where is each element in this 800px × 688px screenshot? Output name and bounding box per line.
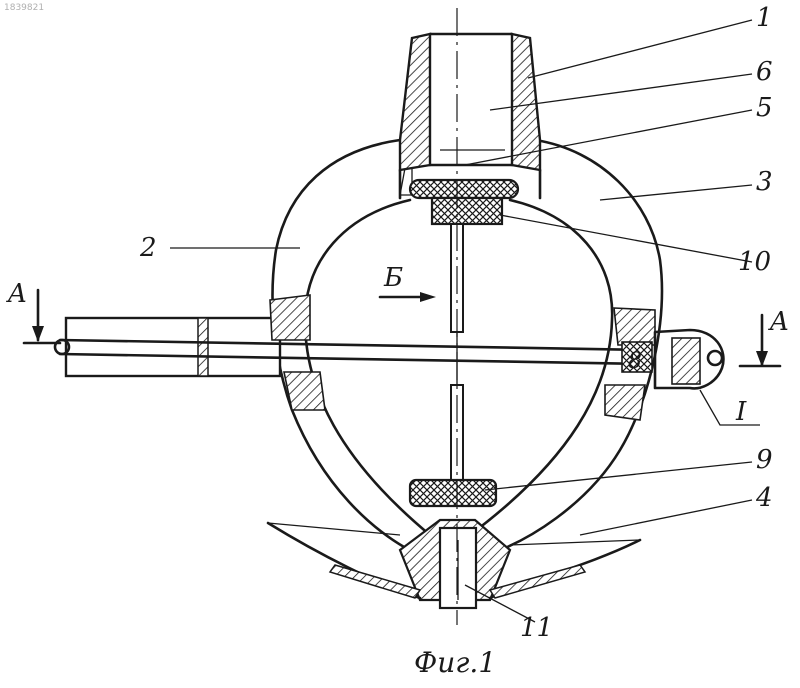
label-part-10: 10 <box>738 247 771 277</box>
view-arrow: Б <box>380 263 436 302</box>
label-part-11: 11 <box>520 613 553 643</box>
upper-seal <box>410 180 518 224</box>
label-part-1: 1 <box>756 3 773 33</box>
figure-caption: Фиг.1 <box>414 646 496 679</box>
label-part-3: 3 <box>756 167 773 197</box>
svg-text:Б: Б <box>383 263 403 293</box>
label-part-6: 6 <box>756 57 773 87</box>
horizontal-shaft <box>55 318 650 376</box>
label-detail-I: I <box>735 397 747 427</box>
detail-number-8: 8 <box>628 349 642 374</box>
label-part-4: 4 <box>755 483 773 513</box>
upper-sleeve <box>400 34 540 198</box>
svg-text:A: A <box>768 307 789 337</box>
svg-text:A: A <box>6 279 27 309</box>
document-number: 1839821 <box>4 3 44 13</box>
label-part-5: 5 <box>756 93 773 123</box>
lower-seal <box>410 480 496 506</box>
section-marker-left: A <box>6 279 60 343</box>
label-part-9: 9 <box>756 445 773 475</box>
label-part-2: 2 <box>139 233 157 263</box>
section-marker-right: A <box>740 307 789 367</box>
